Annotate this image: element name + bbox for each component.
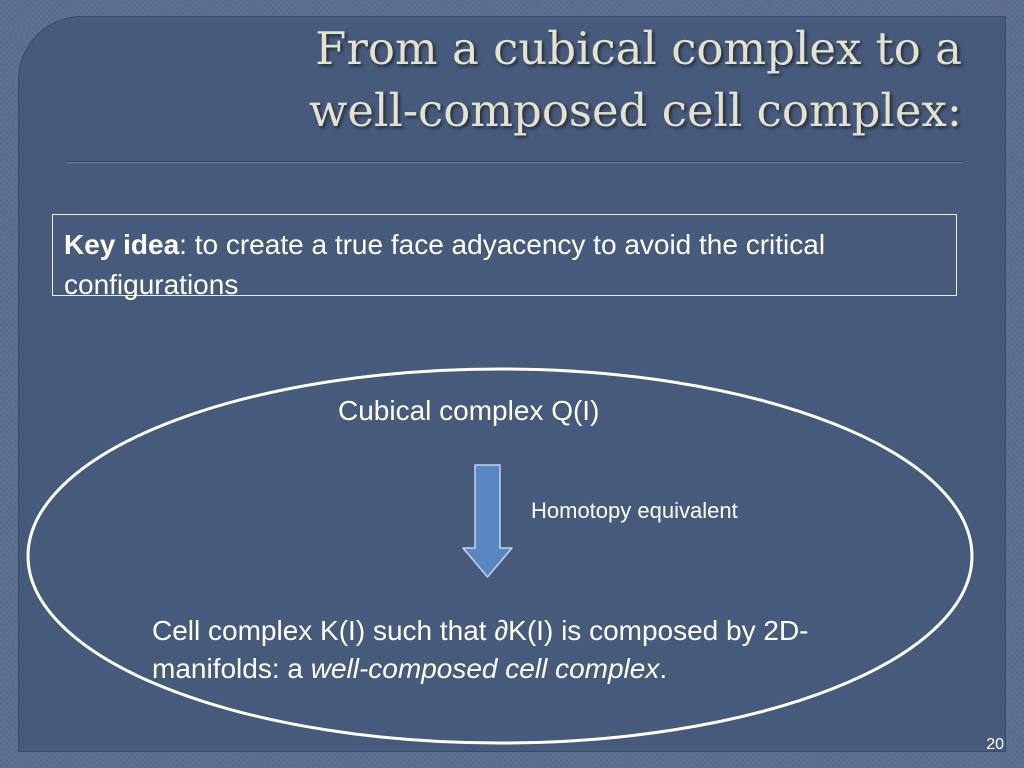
- key-idea-box: Key idea: to create a true face adyacenc…: [52, 214, 957, 300]
- title-line-1: From a cubical complex to a: [315, 22, 962, 75]
- slide-panel: [18, 16, 1006, 752]
- title-line-2: well-composed cell complex:: [308, 84, 962, 137]
- key-idea-text: : to create a true face adyacency to avo…: [64, 229, 826, 300]
- cell-complex-text: Cell complex K(I) such that ∂K(I) is com…: [152, 615, 809, 684]
- cell-complex-label: Cell complex K(I) such that ∂K(I) is com…: [152, 612, 912, 688]
- cell-complex-period: .: [659, 653, 668, 684]
- key-idea-label: Key idea: [64, 229, 180, 260]
- diagram-ellipse: [26, 367, 974, 745]
- slide-title: From a cubical complex to a well-compose…: [60, 18, 962, 142]
- homotopy-equivalent-label: Homotopy equivalent: [531, 498, 738, 523]
- down-arrow-icon: [462, 464, 513, 578]
- title-divider: [66, 161, 962, 163]
- well-composed-emphasis: well-composed cell complex: [310, 653, 660, 684]
- cubical-complex-label: Cubical complex Q(I): [338, 395, 600, 426]
- page-number: 20: [986, 736, 1004, 753]
